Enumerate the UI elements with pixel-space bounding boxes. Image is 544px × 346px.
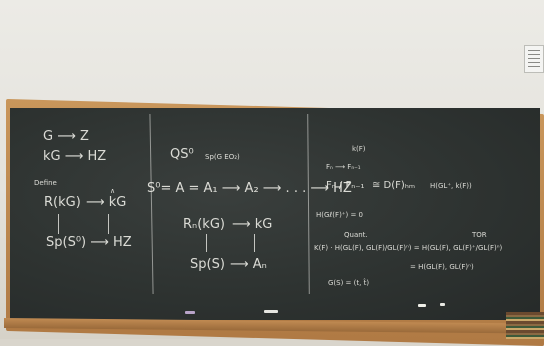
middle-down-arrow-1 bbox=[206, 234, 207, 252]
right-line-4a: Quant. bbox=[344, 231, 368, 239]
middle-line-4b: ⟶ Aₙ bbox=[230, 257, 267, 272]
right-line-2c: H(GL⁺, k(F)) bbox=[430, 182, 472, 190]
left-line-1: G ⟶ Z bbox=[43, 129, 89, 144]
middle-line-3a: Rₙ(kG) bbox=[183, 217, 225, 232]
right-line-3: H(Gℓ(F)⁺) = 0 bbox=[316, 211, 363, 219]
right-line-2b: ≅ D(F)ₕₘ bbox=[372, 180, 416, 191]
chalk-piece-3[interactable] bbox=[418, 304, 426, 307]
book-stack bbox=[506, 312, 544, 339]
middle-line-3b: ⟶ kG bbox=[232, 217, 273, 232]
board-divider-2 bbox=[307, 113, 310, 295]
board-divider-1 bbox=[149, 114, 154, 294]
chalk-piece-4[interactable] bbox=[440, 303, 445, 306]
middle-line-2: S⁰= A = A₁ ⟶ A₂ ⟶ . . . ⟶ HZ bbox=[147, 181, 352, 196]
right-line-1: Fₙ ⟶ Fₙ₋₁ bbox=[326, 163, 361, 171]
right-line-4b: TOR bbox=[472, 231, 487, 239]
left-down-arrow-2 bbox=[108, 214, 109, 234]
chalk-piece-1[interactable] bbox=[185, 311, 195, 314]
left-hat: ∧ bbox=[110, 187, 116, 195]
right-line-7: G(S) = (t, t̂) bbox=[328, 279, 370, 287]
middle-line-4a: Sp(S) bbox=[190, 257, 225, 272]
left-line-2: kG ⟶ HZ bbox=[43, 149, 107, 164]
chalkboard: G ⟶ Z kG ⟶ HZ Define ∧ R(kG) ⟶ kG Sp(S⁰)… bbox=[10, 108, 540, 320]
middle-down-arrow-2 bbox=[254, 234, 255, 252]
chalk-piece-2[interactable] bbox=[264, 310, 278, 313]
right-line-2a: Fₙ / Fₙ₋₁ bbox=[326, 180, 365, 191]
left-down-arrow-1 bbox=[58, 214, 59, 234]
right-top: k(F) bbox=[352, 145, 366, 153]
left-define: Define bbox=[34, 179, 57, 187]
middle-line-1: QS⁰ bbox=[170, 147, 194, 162]
middle-line-1b: Sp(G EO₂) bbox=[205, 153, 240, 161]
left-line-4: Sp(S⁰) ⟶ HZ bbox=[46, 235, 132, 250]
left-line-3b: ⟶ kG bbox=[86, 195, 127, 210]
air-vent bbox=[524, 45, 544, 73]
left-line-3a: R(kG) bbox=[44, 195, 81, 210]
right-line-5: K(F) · H(GL(F), GL(F)/GL(F)ⁿ) = H(GL(F),… bbox=[314, 244, 503, 252]
right-line-6: = H(GL(F), GL(F)ⁿ) bbox=[410, 263, 474, 271]
